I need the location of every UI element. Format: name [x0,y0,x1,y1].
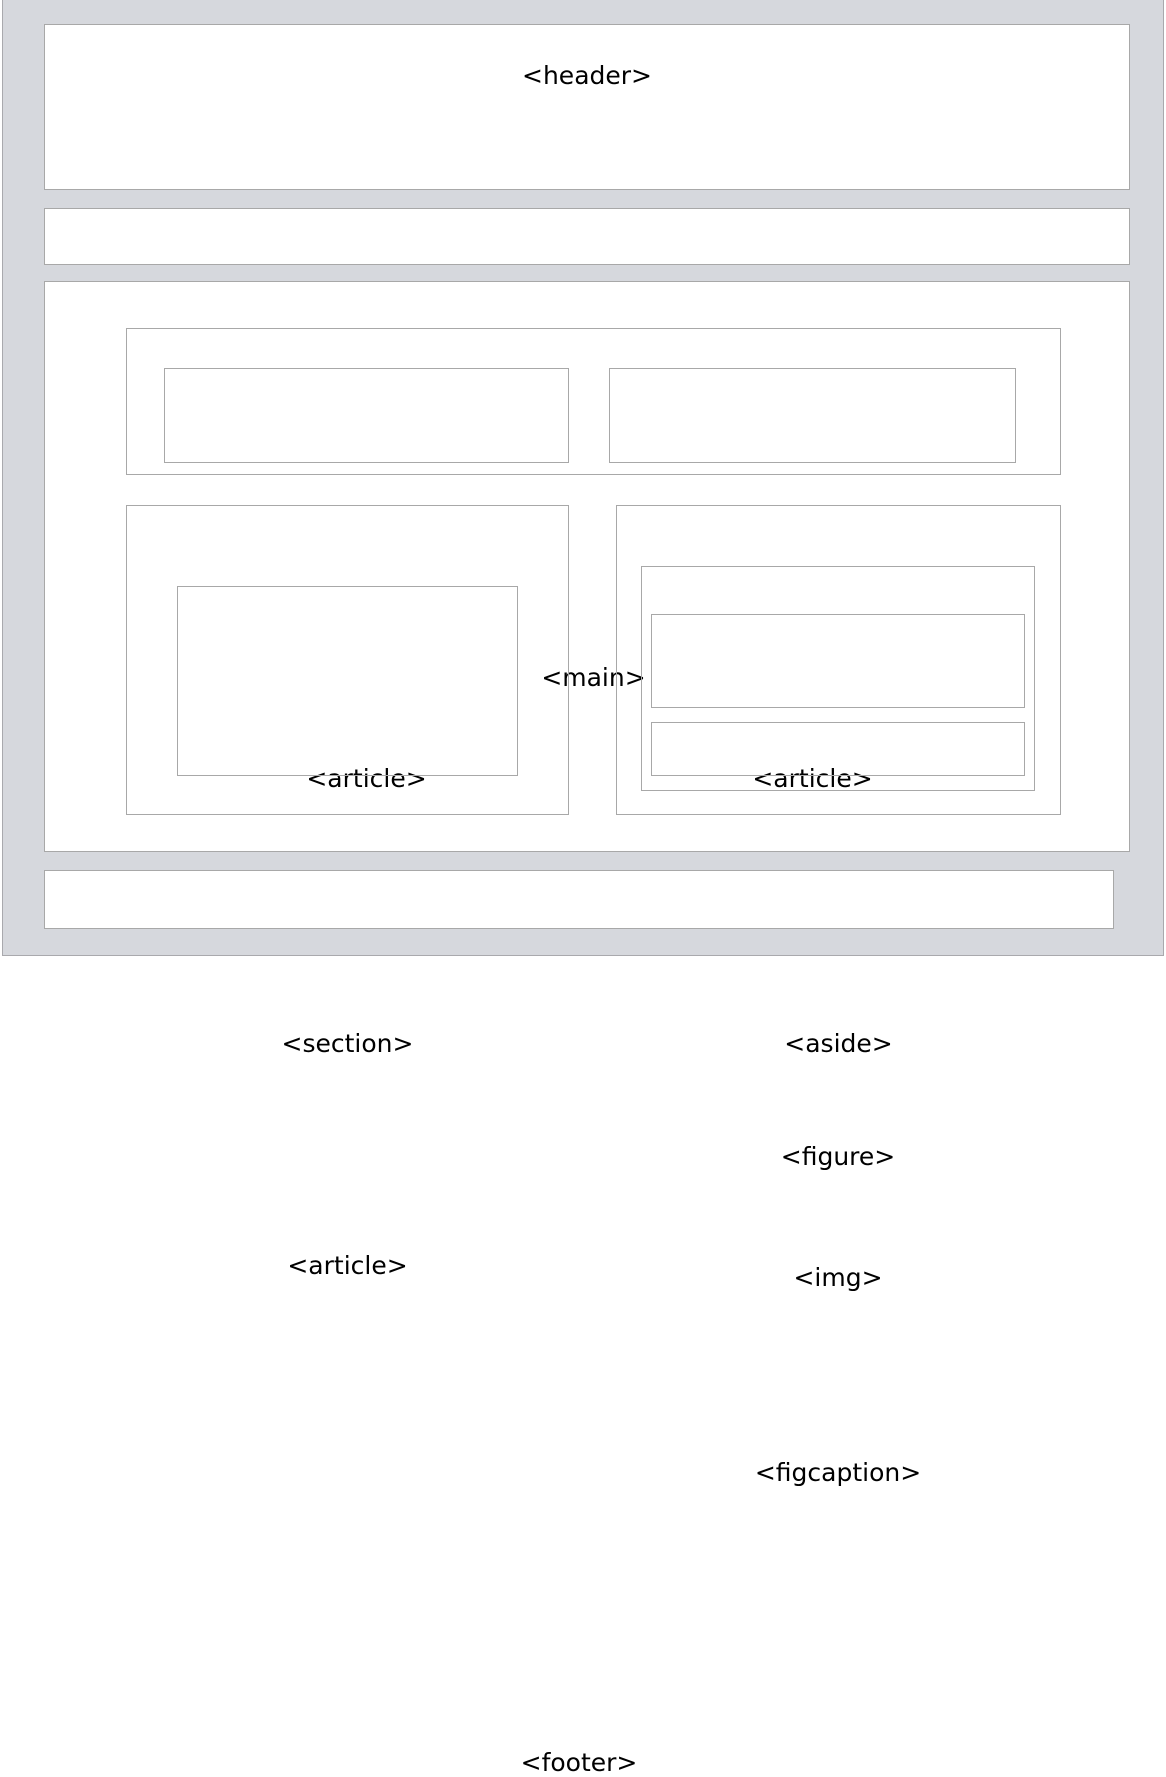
section-article: <article> [177,586,518,1280]
header-region: <header> [44,24,1130,190]
img-region: <img> [651,614,1025,1292]
img-label: <img> [793,1263,883,1292]
main-region: <main> [126,328,1061,692]
section-label: <section> [281,1029,414,1058]
section-article-label: <article> [287,1251,408,1280]
header-label: <header> [522,61,652,90]
aside-label: <aside> [784,1029,893,1058]
main-article-1: <article> [164,368,569,793]
main-article-2-label: <article> [752,764,873,793]
footer-region: <footer> [44,870,1114,1777]
nav-region: <nav> [44,208,1130,461]
main-article-1-label: <article> [306,764,427,793]
main-article-2: <article> [609,368,1016,793]
main-label: <main> [541,663,646,692]
footer-label: <footer> [520,1748,638,1777]
figcaption-label: <figcaption> [754,1458,922,1487]
figcaption-region: <figcaption> [651,722,1025,1487]
figure-label: <figure> [780,1142,896,1171]
